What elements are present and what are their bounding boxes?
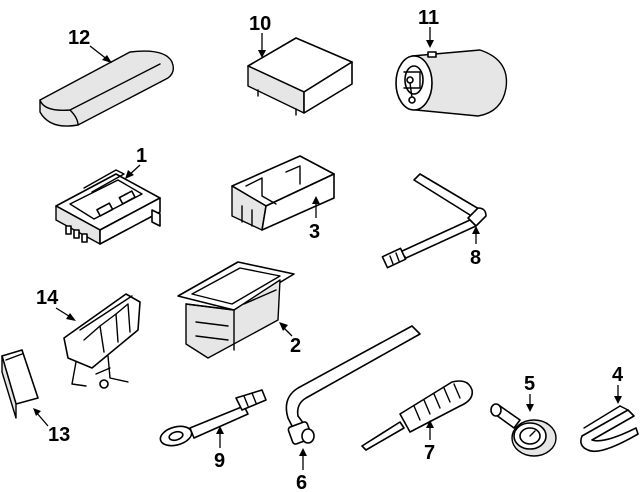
callout-4: 4 [612,364,624,404]
callout-4-label: 4 [612,364,624,386]
callout-13-label: 13 [48,424,70,446]
part-5-pressure-gauge [490,403,557,457]
part-7-screwdriver [361,380,474,451]
callout-12: 12 [68,27,112,63]
callout-12-label: 12 [68,27,90,49]
callout-3-label: 3 [309,221,320,243]
callout-1: 1 [125,145,147,179]
callout-9-label: 9 [214,450,225,472]
part-1-tray [55,169,161,245]
callout-2: 2 [279,322,301,357]
part-11-canister [395,49,508,117]
part-6-l-wrench [285,325,421,445]
callout-14-label: 14 [36,287,59,309]
part-14-jack [63,293,141,389]
callout-5-label: 5 [524,373,535,395]
part-2-storage-bin [177,261,295,359]
callout-9: 9 [214,426,225,472]
part-12-foam-pad [39,50,175,127]
callout-5: 5 [524,373,535,412]
part-9-tow-eye [159,389,267,447]
callout-13: 13 [33,408,70,446]
callout-11: 11 [418,7,439,48]
callout-11-label: 11 [418,7,439,29]
callout-10: 10 [249,13,271,58]
callout-7: 7 [424,420,435,464]
part-10-block [247,37,353,116]
callout-3: 3 [309,196,320,243]
part-3-holder [231,155,335,231]
callout-14: 14 [36,287,76,321]
callout-8: 8 [470,226,481,269]
callout-1-label: 1 [136,145,147,167]
callout-6-label: 6 [296,472,307,492]
part-4-clip [580,405,639,453]
callout-10-label: 10 [249,13,271,35]
callout-7-label: 7 [424,442,435,464]
callout-6: 6 [296,448,307,492]
part-13-small-pad [1,349,39,419]
callout-8-label: 8 [470,247,481,269]
callout-2-label: 2 [290,335,301,357]
part-8-lug-wrench [381,173,487,269]
